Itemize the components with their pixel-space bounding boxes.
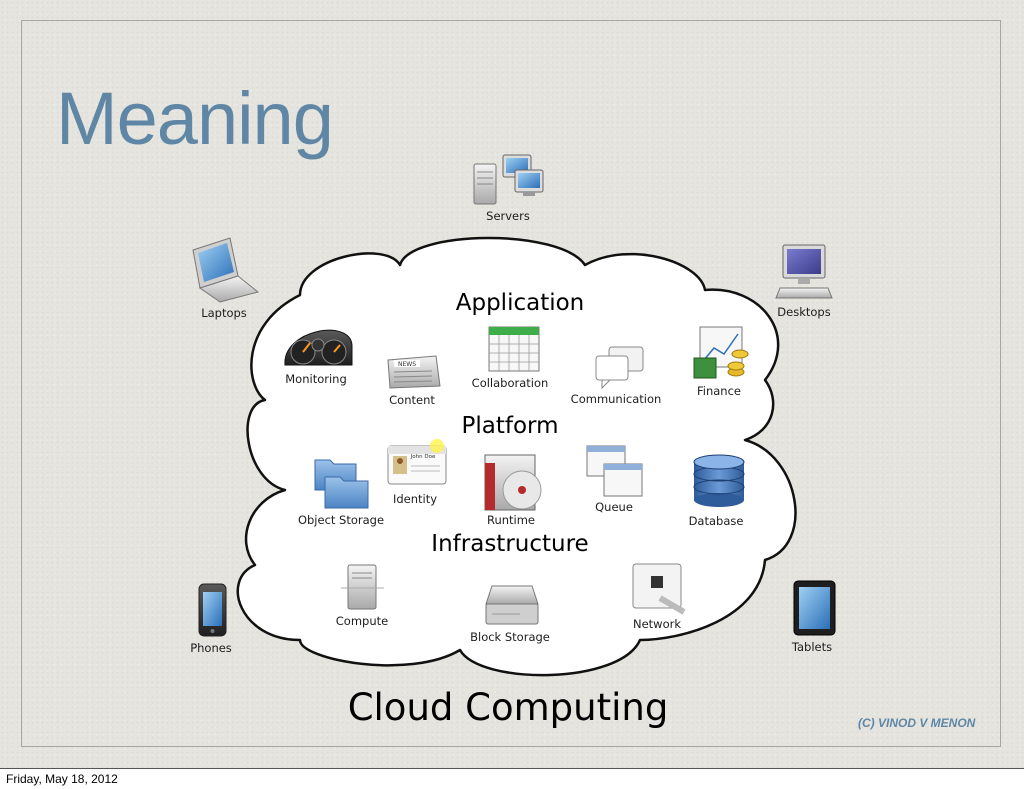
print-footer: Friday, May 18, 2012 bbox=[0, 768, 1024, 789]
tablet-icon bbox=[793, 580, 836, 636]
finance-chart-icon bbox=[693, 326, 749, 379]
runtime-package-icon bbox=[484, 454, 542, 511]
speech-bubbles-icon bbox=[595, 346, 644, 390]
collaboration-label: Collaboration bbox=[471, 376, 549, 390]
diagram-caption: Cloud Computing bbox=[347, 686, 669, 729]
block-storage-label: Block Storage bbox=[470, 630, 550, 644]
communication-label: Communication bbox=[570, 392, 662, 406]
queue-label: Queue bbox=[595, 500, 633, 514]
monitoring-gauge-icon bbox=[284, 329, 353, 366]
object-storage-label: Object Storage bbox=[297, 513, 385, 527]
slide: Meaning bbox=[0, 0, 1024, 768]
calendar-icon bbox=[488, 326, 540, 372]
folder-icon bbox=[314, 459, 369, 509]
desktops-label: Desktops bbox=[777, 305, 831, 319]
platform-header: Platform bbox=[461, 413, 559, 439]
cloud-diagram: NEWS bbox=[192, 154, 836, 677]
queue-windows-icon bbox=[586, 445, 643, 497]
network-plug-icon bbox=[632, 563, 686, 615]
infrastructure-header: Infrastructure bbox=[431, 531, 589, 557]
tablets-label: Tablets bbox=[791, 640, 833, 654]
application-header: Application bbox=[455, 290, 585, 316]
desktop-icon bbox=[775, 244, 833, 299]
footer-date: Friday, May 18, 2012 bbox=[6, 772, 118, 786]
monitoring-label: Monitoring bbox=[285, 372, 347, 386]
news-badge-text: NEWS bbox=[398, 361, 416, 368]
compute-tower-icon bbox=[341, 564, 384, 610]
slide-frame bbox=[21, 20, 1001, 747]
id-card-name: John Doe bbox=[410, 454, 436, 460]
slide-title: Meaning bbox=[56, 77, 334, 160]
database-icon bbox=[693, 454, 745, 507]
servers-label: Servers bbox=[486, 209, 530, 223]
news-icon: NEWS bbox=[387, 355, 441, 389]
copyright-notice: (C) VINOD V MENON bbox=[858, 716, 976, 730]
laptop-icon bbox=[192, 237, 260, 303]
phone-icon bbox=[198, 583, 227, 637]
id-card-icon: John Doe bbox=[387, 439, 447, 485]
servers-icon bbox=[473, 154, 544, 205]
laptops-label: Laptops bbox=[201, 306, 247, 320]
network-label: Network bbox=[632, 617, 682, 631]
compute-label: Compute bbox=[335, 614, 389, 628]
content-label: Content bbox=[389, 393, 435, 407]
finance-label: Finance bbox=[697, 384, 741, 398]
phones-label: Phones bbox=[190, 641, 232, 655]
database-label: Database bbox=[688, 514, 744, 528]
runtime-label: Runtime bbox=[486, 513, 536, 527]
identity-label: Identity bbox=[392, 492, 438, 506]
hard-drive-icon bbox=[485, 585, 539, 625]
